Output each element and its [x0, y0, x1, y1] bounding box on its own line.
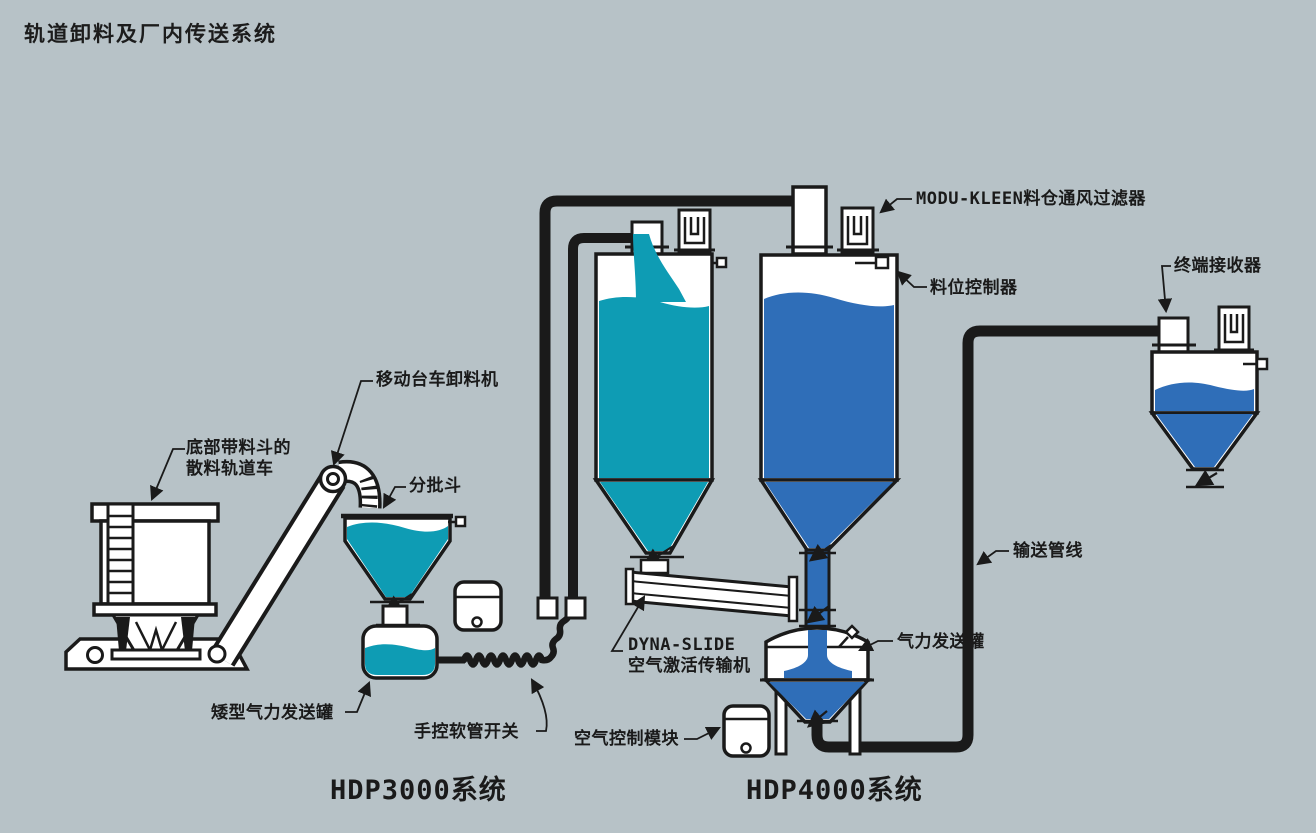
- pipe-to-hdp4000-silo: [539, 195, 795, 600]
- batch-hopper: [341, 513, 467, 630]
- label-batch-hopper: 分批斗: [409, 476, 462, 496]
- leader-batch-hopper: [382, 486, 406, 509]
- leader-short-transmitter: [345, 681, 371, 713]
- material-stream: [633, 234, 686, 302]
- level-controller-sensor: [1255, 357, 1269, 371]
- label-conveying-line: 输送管线: [1013, 541, 1083, 561]
- label-railcar-line1: 底部带料斗的: [186, 438, 291, 458]
- valve-arrow: [806, 709, 828, 728]
- label-dyna-slide: DYNA-SLIDE 空气激活传输机: [628, 635, 751, 677]
- hdp4000-silo: [757, 185, 902, 552]
- leader-lines: [150, 198, 1173, 740]
- page-title: 轨道卸料及厂内传送系统: [24, 22, 277, 46]
- pipe-to-hdp3000-silo: [568, 233, 634, 600]
- label-short-pneumatic-transmitter: 矮型气力发送罐: [211, 703, 334, 723]
- label-air-control-module: 空气控制模块: [574, 729, 679, 749]
- leader-modu-kleen: [879, 198, 912, 214]
- leader-hose-switch: [530, 678, 548, 732]
- conveying-pipeline: [811, 325, 1160, 753]
- terminal-receiver: [1148, 305, 1269, 489]
- blue-drop-pipe: [799, 543, 836, 632]
- modu-kleen-filter-icon: [1217, 305, 1251, 354]
- receiver-inlet-box: [1157, 316, 1190, 354]
- modu-kleen-filter-icon: [840, 206, 875, 254]
- leader-railcar: [150, 448, 185, 501]
- label-railcar-line2: 散料轨道车: [186, 459, 274, 479]
- label-pneumatic-transmitter: 气力发送罐: [897, 632, 985, 652]
- dyna-slide-conveyor: [624, 567, 799, 623]
- label-terminal-receiver: 终端接收器: [1174, 256, 1262, 276]
- label-manual-hose-switch: 手控软管开关: [414, 722, 519, 742]
- vent-valve-icon: [844, 624, 860, 640]
- short-pneumatic-transmitter-tank: [361, 624, 465, 680]
- leader-conveying-line: [976, 550, 1009, 566]
- label-modu-kleen-filter: MODU-KLEEN料仓通风过滤器: [916, 189, 1146, 209]
- label-mobile-cart-unloader: 移动台车卸料机: [376, 370, 499, 390]
- pneumatic-transmitter-tank: [760, 624, 874, 756]
- level-controller-sensor: [454, 515, 467, 528]
- label-hdp3000-system: HDP3000系统: [330, 775, 507, 806]
- flex-duct-ribs: [359, 475, 378, 508]
- trolley-wheel: [207, 644, 227, 664]
- air-control-module: [722, 704, 771, 758]
- railcar-with-bottom-hopper: [90, 502, 220, 661]
- leader-mobile-cart-unloader: [330, 380, 373, 467]
- manual-hose: [460, 595, 579, 668]
- valve-arrow: [805, 605, 830, 624]
- hose-connector: [536, 596, 559, 620]
- valve-arrow: [808, 543, 832, 562]
- label-dyna-slide-line1: DYNA-SLIDE: [628, 635, 736, 655]
- valve-arrow: [1194, 469, 1218, 487]
- label-railcar: 底部带料斗的 散料轨道车: [186, 438, 291, 480]
- label-hdp4000-system: HDP4000系统: [746, 775, 923, 806]
- leader-air-control-module: [684, 727, 721, 740]
- leader-level-controller: [896, 270, 927, 288]
- level-controller-sensor: [874, 255, 890, 270]
- silo-inlet-box: [791, 185, 828, 256]
- label-level-controller: 料位控制器: [930, 278, 1018, 298]
- label-dyna-slide-line2: 空气激活传输机: [628, 656, 751, 676]
- trolley-wheel: [86, 646, 104, 664]
- hdp3000-control-module: [453, 580, 503, 632]
- hdp3000-silo: [592, 208, 728, 575]
- modu-kleen-filter-icon: [677, 208, 712, 254]
- mobile-cart-unloader: [209, 459, 382, 667]
- leader-terminal-receiver: [1157, 265, 1173, 314]
- level-controller-sensor: [715, 256, 728, 269]
- leader-pneumatic-transmitter: [858, 638, 893, 651]
- hose-connector: [564, 596, 587, 620]
- leader-dyna-slide: [610, 595, 646, 652]
